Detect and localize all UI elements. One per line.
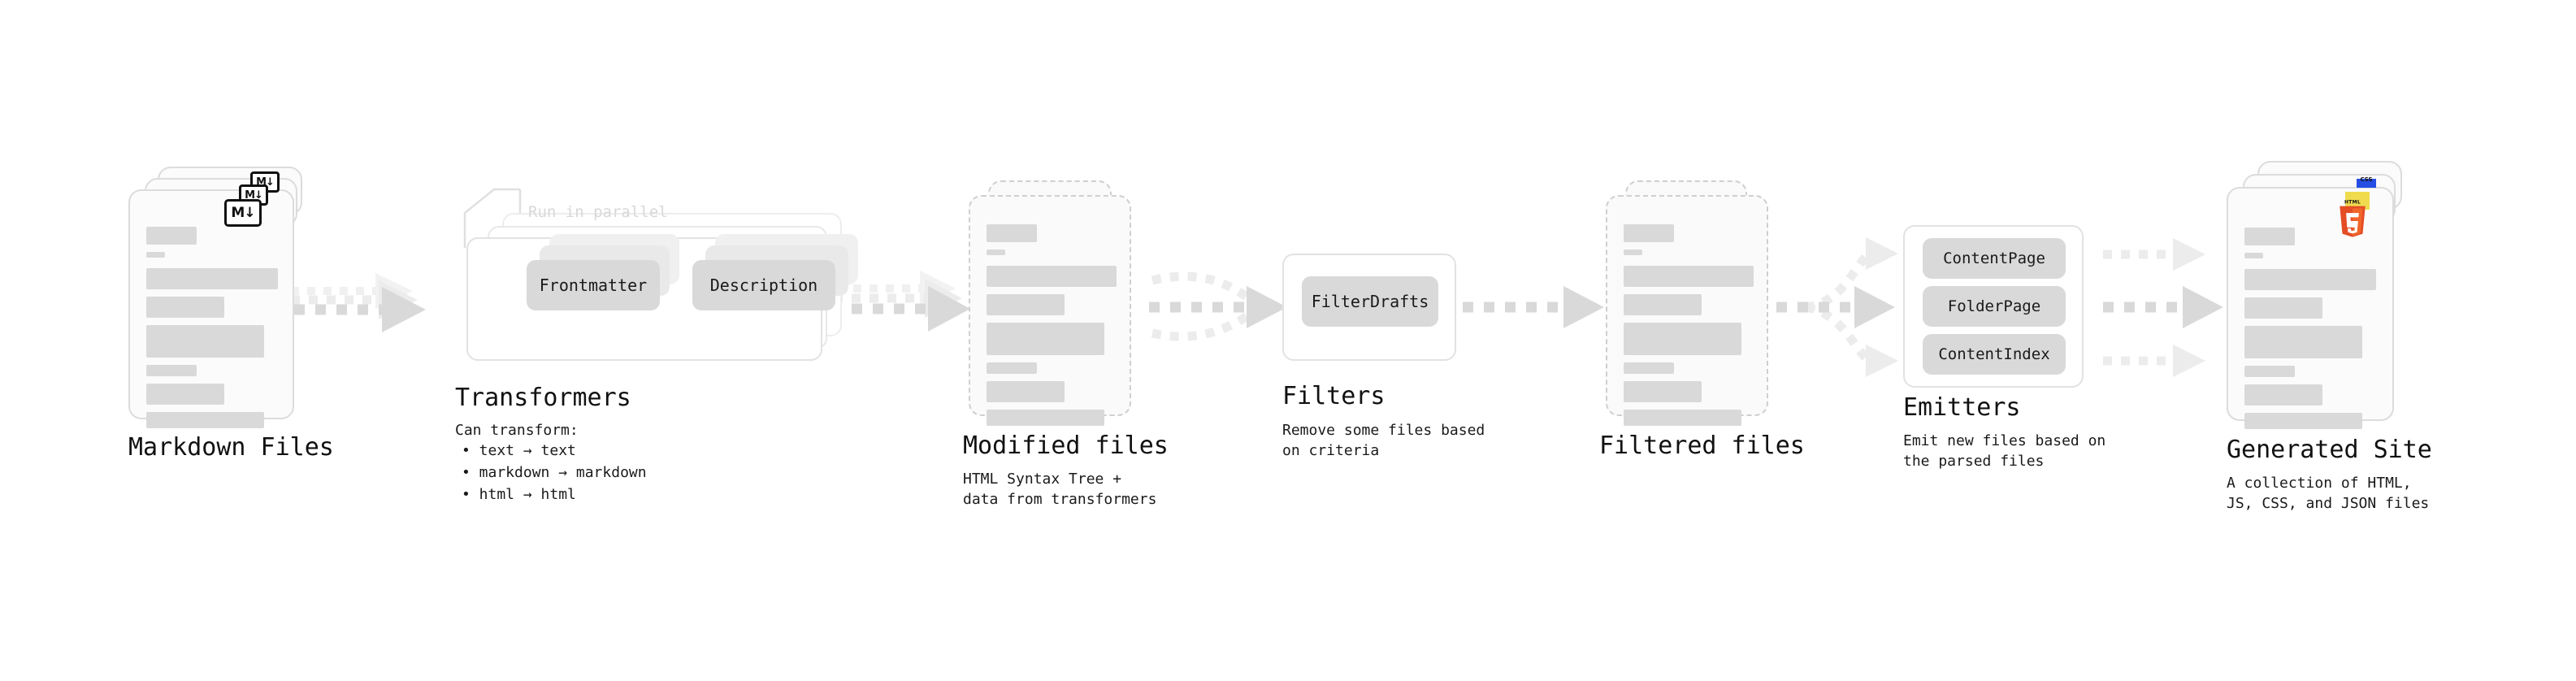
arrow-emitters-to-site — [2103, 238, 2223, 377]
content-bar — [1624, 410, 1741, 426]
markdown-card-content — [146, 227, 278, 436]
content-bar — [2244, 384, 2322, 406]
content-bar — [146, 325, 264, 358]
content-bar — [1624, 294, 1702, 315]
stage-title-transformers: Transformers — [455, 384, 631, 412]
filters-caption: Remove some files based on criteria — [1282, 422, 1485, 459]
content-bar — [1624, 323, 1741, 355]
content-bar — [146, 227, 197, 245]
transformers-bullet-0: • text → text — [462, 442, 576, 459]
content-bar — [987, 362, 1037, 374]
content-bar — [2244, 269, 2376, 290]
filter-pill-filterdrafts[interactable]: FilterDrafts — [1302, 276, 1438, 327]
arrow-modified-to-filters — [1149, 271, 1287, 341]
stage-title-modified-files: Modified files — [963, 432, 1169, 460]
modified-card-content — [987, 224, 1117, 433]
filter-pill-filterdrafts-label: FilterDrafts — [1311, 292, 1429, 311]
run-in-parallel-annotation: Run in parallel — [528, 203, 668, 221]
html5-icon: HTML — [2335, 198, 2370, 237]
transformer-pill-frontmatter[interactable]: Frontmatter — [527, 260, 660, 310]
stage-title-generated-site: Generated Site — [2227, 436, 2432, 464]
generated-site-caption: A collection of HTML, JS, CSS, and JSON … — [2227, 475, 2430, 512]
emitter-pill-contentpage-label: ContentPage — [1943, 249, 2045, 267]
stage-title-emitters: Emitters — [1903, 393, 2021, 422]
content-bar — [987, 266, 1117, 287]
site-card-front — [2227, 187, 2394, 429]
transformer-pill-frontmatter-label: Frontmatter — [539, 275, 648, 295]
content-bar — [987, 381, 1065, 402]
content-bar — [2244, 326, 2362, 358]
content-bar — [1624, 266, 1754, 287]
stage-title-filters: Filters — [1282, 382, 1386, 410]
transformers-bullet-2: • html → html — [462, 486, 576, 503]
content-bar — [987, 249, 1005, 255]
content-bar — [2244, 297, 2322, 319]
markdown-files-stack: M↓ M↓ M↓ — [128, 167, 307, 428]
content-bar — [146, 384, 224, 405]
emitter-pill-contentindex-label: ContentIndex — [1938, 345, 2050, 363]
emitter-pill-folderpage-label: FolderPage — [1947, 297, 2041, 315]
transformers-group: Frontmatter Description — [455, 187, 858, 366]
transformers-caption: Can transform: — [455, 422, 579, 439]
content-bar — [146, 268, 278, 289]
stage-title-filtered-files: Filtered files — [1599, 432, 1805, 460]
transformer-pill-description[interactable]: Description — [692, 260, 835, 310]
filtered-card-content — [1624, 224, 1754, 433]
stage-title-markdown-files: Markdown Files — [128, 433, 334, 462]
content-bar — [146, 252, 165, 258]
content-bar — [1624, 224, 1674, 242]
filters-group: FilterDrafts — [1282, 254, 1459, 361]
emitter-pill-folderpage[interactable]: FolderPage — [1923, 286, 2066, 327]
site-card-content — [2244, 228, 2378, 436]
css-icon-label: CSS — [2360, 176, 2373, 183]
modified-card-front — [969, 195, 1131, 426]
content-bar — [987, 410, 1104, 426]
markdown-icon: M↓ — [224, 199, 262, 227]
html5-icon-svg: HTML — [2340, 200, 2366, 237]
modified-files-caption: HTML Syntax Tree + data from transformer… — [963, 471, 1157, 508]
content-bar — [146, 365, 197, 376]
js-icon — [2345, 192, 2370, 210]
content-bar — [987, 323, 1104, 355]
content-bar — [1624, 362, 1674, 374]
content-bar — [146, 412, 264, 428]
content-bar — [2244, 413, 2362, 429]
content-bar — [2244, 228, 2295, 245]
modified-files-stack — [969, 180, 1147, 426]
transformers-bullet-1: • markdown → markdown — [462, 464, 647, 481]
content-bar — [987, 224, 1037, 242]
transformer-pill-description-label: Description — [709, 275, 818, 295]
generated-site-stack: CSS HTML — [2227, 161, 2413, 429]
emitter-pill-contentindex[interactable]: ContentIndex — [1923, 334, 2066, 375]
arrow-filters-to-filtered — [1463, 286, 1604, 328]
content-bar — [1624, 249, 1642, 255]
svg-text:HTML: HTML — [2344, 200, 2361, 205]
content-bar — [146, 297, 224, 318]
emitter-pill-contentpage[interactable]: ContentPage — [1923, 238, 2066, 279]
content-bar — [1624, 381, 1702, 402]
content-bar — [987, 294, 1065, 315]
emitters-group: ContentPage FolderPage ContentIndex — [1903, 225, 2090, 389]
markdown-card-front — [128, 189, 294, 428]
filtered-card-front — [1606, 195, 1768, 426]
css-icon: CSS — [2357, 176, 2376, 188]
emitters-caption: Emit new files based on the parsed files — [1903, 432, 2106, 470]
content-bar — [2244, 253, 2263, 258]
content-bar — [2244, 366, 2295, 377]
filtered-files-stack — [1606, 180, 1785, 426]
